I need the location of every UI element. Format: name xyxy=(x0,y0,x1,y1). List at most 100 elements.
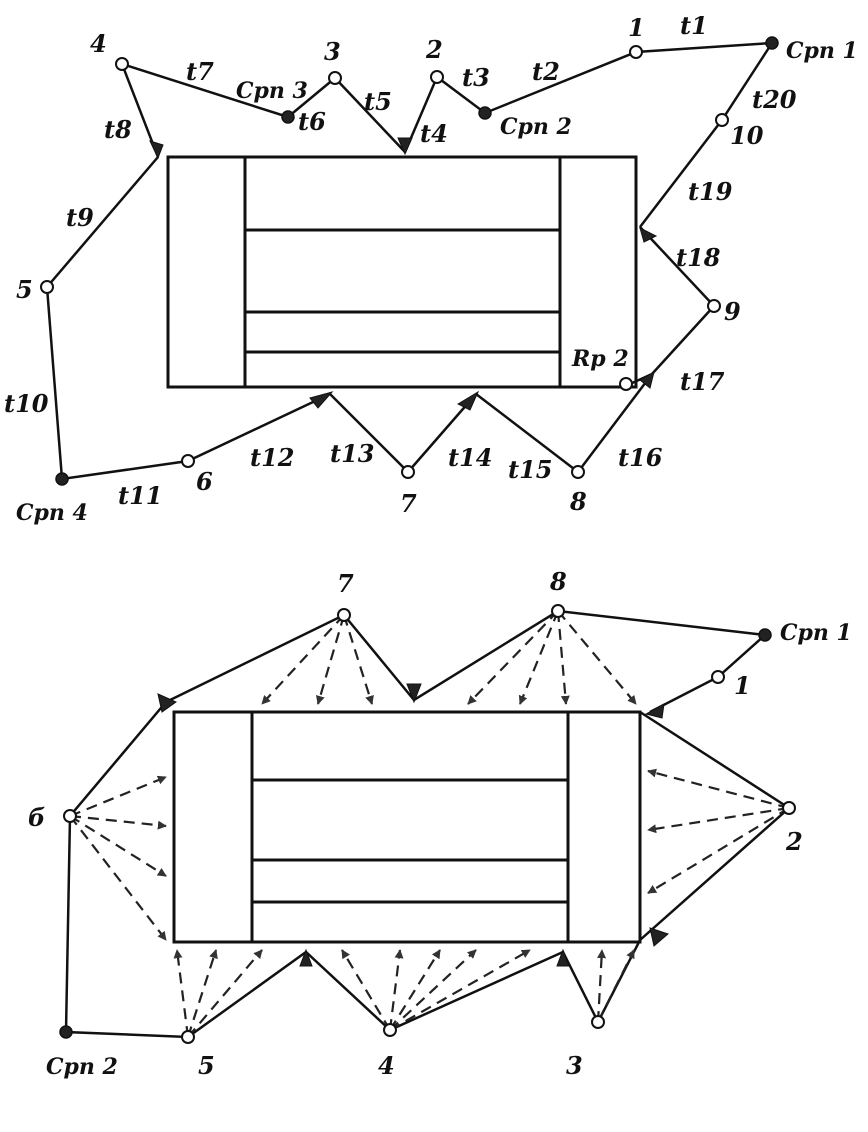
point-label: 1 xyxy=(734,671,751,700)
survey-point-8 xyxy=(571,465,585,479)
station-srp1-marker xyxy=(758,628,772,642)
station-srp3-marker xyxy=(281,110,295,124)
segment-label: t4 xyxy=(420,119,448,148)
bottom-station-labels: Срп 1 Срп 2 xyxy=(46,620,852,1080)
station-srp2-marker xyxy=(59,1025,73,1039)
survey-point-5 xyxy=(181,1030,195,1044)
survey-point-10 xyxy=(715,113,729,127)
point-label: 2 xyxy=(785,827,803,856)
point-label: 5 xyxy=(16,275,33,304)
point-label: 1 xyxy=(628,13,645,42)
bottom-points xyxy=(63,604,796,1044)
arrowhead xyxy=(149,140,164,160)
segment-label: t3 xyxy=(462,63,490,92)
arrowhead xyxy=(639,370,655,389)
arrowhead xyxy=(649,927,669,947)
segment-label: t20 xyxy=(752,85,797,114)
survey-point-2 xyxy=(782,801,796,815)
point-label: 8 xyxy=(549,567,567,596)
segment-label: t8 xyxy=(104,115,132,144)
traverse-line xyxy=(64,609,766,1039)
segment-label: t5 xyxy=(364,87,392,116)
arrowhead xyxy=(456,390,480,411)
sight-ray xyxy=(647,807,790,894)
top-segment-labels: t1 t2 t3 t4 t5 t6 t7 t8 t9 t10 t11 t12 t… xyxy=(4,11,797,510)
arrowhead xyxy=(556,948,570,967)
arrowhead xyxy=(157,693,178,713)
sight-ray xyxy=(556,610,570,705)
segment-label: t7 xyxy=(186,57,214,86)
sight-ray xyxy=(388,949,404,1031)
point-label: 7 xyxy=(400,489,417,518)
segment-label: t2 xyxy=(532,57,560,86)
arrowhead xyxy=(309,391,334,409)
point-label: 2 xyxy=(425,35,443,64)
survey-point-6 xyxy=(181,454,195,468)
segment-label: t15 xyxy=(508,455,552,484)
survey-point-5 xyxy=(40,280,54,294)
segment-label: t14 xyxy=(448,443,492,472)
station-rp2-marker xyxy=(619,377,633,391)
point-label: 8 xyxy=(569,487,587,516)
sight-ray xyxy=(69,814,167,830)
top-points xyxy=(40,45,729,479)
top-figure: 4 3 2 1 10 9 8 7 6 5 Срп 1 Срп 2 Срп 3 С… xyxy=(4,11,858,526)
survey-point-8 xyxy=(551,604,565,618)
station-srp1-marker xyxy=(765,36,779,50)
segment-label: t6 xyxy=(298,107,326,136)
survey-point-6 xyxy=(63,809,77,823)
arrowhead xyxy=(397,137,413,156)
sight-ray xyxy=(389,949,441,1031)
top-arrowheads xyxy=(149,137,658,411)
sight-ray xyxy=(467,610,559,705)
sight-ray xyxy=(557,610,637,705)
sight-ray xyxy=(647,806,790,834)
point-label: 10 xyxy=(730,121,764,150)
segment-label: t18 xyxy=(676,243,721,272)
sight-ray xyxy=(69,775,167,818)
station-srp2-marker xyxy=(478,106,492,120)
segment-label: t16 xyxy=(618,443,663,472)
survey-point-3 xyxy=(328,71,342,85)
point-label: 7 xyxy=(337,569,354,598)
bottom-arrowheads xyxy=(157,683,669,967)
point-label: б xyxy=(28,803,45,832)
arrowhead xyxy=(644,703,665,719)
sight-ray xyxy=(187,949,263,1038)
station-label: Срп 4 xyxy=(16,500,88,526)
bottom-building xyxy=(172,710,642,944)
station-label: Rp 2 xyxy=(571,346,629,372)
survey-point-4 xyxy=(115,57,129,71)
survey-point-7 xyxy=(337,608,351,622)
top-building-outline xyxy=(166,155,638,389)
sight-ray xyxy=(69,815,167,877)
sight-ray xyxy=(596,949,607,1023)
segment-label: t19 xyxy=(688,177,733,206)
bottom-stations xyxy=(59,628,772,1039)
survey-point-9 xyxy=(707,299,721,313)
bottom-building-outline xyxy=(172,710,642,944)
survey-point-2 xyxy=(430,70,444,84)
sight-ray xyxy=(647,768,790,810)
arrowhead xyxy=(406,683,422,704)
sight-ray xyxy=(597,949,635,1023)
station-label: Срп 1 xyxy=(780,620,852,646)
bottom-point-labels: 7 8 1 2 б 5 4 3 xyxy=(28,567,803,1080)
point-label: 4 xyxy=(378,1051,395,1080)
sight-ray xyxy=(518,610,560,705)
sight-ray xyxy=(389,949,477,1031)
survey-point-4 xyxy=(383,1023,397,1037)
segment-label: t17 xyxy=(680,367,725,396)
sight-ray xyxy=(341,949,391,1031)
point-label: 6 xyxy=(196,467,213,496)
sight-ray xyxy=(69,815,167,941)
station-srp4-marker xyxy=(55,472,69,486)
bottom-rays xyxy=(69,610,790,1038)
sight-ray xyxy=(261,614,345,705)
top-point-labels: 4 3 2 1 10 9 8 7 6 5 xyxy=(16,13,764,518)
sight-ray xyxy=(315,614,346,705)
segment-label: t13 xyxy=(330,439,374,468)
point-label: 4 xyxy=(90,29,107,58)
